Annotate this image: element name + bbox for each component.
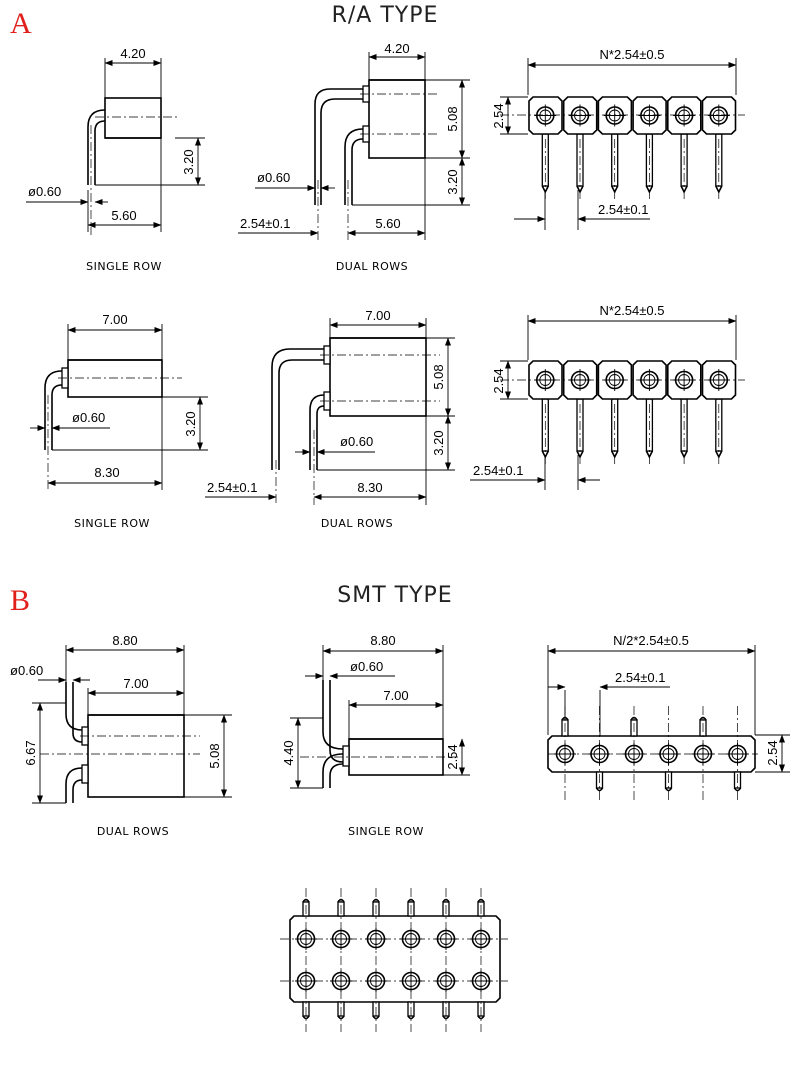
dim-height-3-20: 3.20 bbox=[181, 149, 196, 174]
caption-dual-rows: DUAL ROWS bbox=[97, 825, 169, 838]
dim-width-5-60: 5.60 bbox=[111, 208, 136, 223]
caption-single-row: SINGLE ROW bbox=[348, 825, 424, 838]
caption-single-row: SINGLE ROW bbox=[74, 517, 150, 530]
smt-front-view: N/2*2.54±0.5 2.54±0.1 2.54 bbox=[547, 633, 790, 802]
dim-width-7-00: 7.00 bbox=[102, 312, 127, 327]
dim-length-n: N*2.54±0.5 bbox=[600, 47, 665, 62]
dim-width-4-20: 4.20 bbox=[120, 46, 145, 61]
dim-height-4-40: 4.40 bbox=[281, 740, 296, 765]
dim-pitch: 2.54±0.1 bbox=[615, 670, 666, 685]
ra-dual-rows-long-view: 7.00 5.08 3.20 ø0.60 2.54±0.1 8.30 DUAL … bbox=[205, 308, 455, 530]
caption-dual-rows: DUAL ROWS bbox=[336, 260, 408, 273]
dim-pitch: 2.54±0.1 bbox=[473, 463, 524, 478]
ra-dual-rows-short-view: 4.20 5.08 3.20 ø0.60 2.54±0.1 5.60 DUAL … bbox=[238, 41, 470, 273]
dim-height-3-20: 3.20 bbox=[183, 411, 198, 436]
section-b-letter: B bbox=[10, 584, 30, 617]
dim-diameter-0-60: ø0.60 bbox=[350, 659, 383, 674]
ra-single-row-long-view: 7.00 3.20 ø0.60 8.30 SINGLE ROW bbox=[30, 312, 208, 530]
dim-diameter-0-60: ø0.60 bbox=[340, 434, 373, 449]
dim-height-5-08: 5.08 bbox=[207, 743, 222, 768]
section-b-title: SMT TYPE bbox=[337, 583, 452, 608]
dim-width-8-80: 8.80 bbox=[112, 633, 137, 648]
caption-dual-rows: DUAL ROWS bbox=[321, 517, 393, 530]
dim-diameter-0-60: ø0.60 bbox=[10, 663, 43, 678]
dim-diameter-0-60: ø0.60 bbox=[257, 170, 290, 185]
smt-single-row-side-view: 8.80 ø0.60 7.00 4.40 2.54 SINGLE ROW bbox=[281, 633, 470, 838]
dim-height-2-54: 2.54 bbox=[765, 740, 780, 765]
dim-height-5-08: 5.08 bbox=[445, 106, 460, 131]
caption-single-row: SINGLE ROW bbox=[86, 260, 162, 273]
section-a-letter: A bbox=[10, 7, 32, 40]
dim-height-3-20: 3.20 bbox=[431, 430, 446, 455]
smt-dual-rows-side-view: 8.80 7.00 ø0.60 6.67 5.08 DUAL ROWS bbox=[10, 633, 232, 838]
section-a-title: R/A TYPE bbox=[332, 3, 439, 28]
dim-width-8-30: 8.30 bbox=[94, 465, 119, 480]
dim-height-2-54: 2.54 bbox=[491, 103, 506, 128]
dim-length-half-n: N/2*2.54±0.5 bbox=[613, 633, 689, 648]
dim-width-8-30: 8.30 bbox=[357, 480, 382, 495]
dim-width-8-80: 8.80 bbox=[370, 633, 395, 648]
dim-pitch: 2.54±0.1 bbox=[207, 480, 258, 495]
dim-width-7-00: 7.00 bbox=[365, 308, 390, 323]
pin-housing bbox=[289, 915, 501, 1003]
dim-diameter-0-60: ø0.60 bbox=[72, 410, 105, 425]
dim-height-2-54: 2.54 bbox=[491, 368, 506, 393]
dim-length-n: N*2.54±0.5 bbox=[600, 303, 665, 318]
smt-dual-rows-front-view bbox=[280, 888, 508, 1032]
dim-width-7-00: 7.00 bbox=[383, 688, 408, 703]
ra-front-view-row-1: N*2.54±0.5 2.54 2.54±0.1 bbox=[491, 47, 745, 230]
dim-pitch: 2.54±0.1 bbox=[240, 216, 291, 231]
dim-diameter-0-60: ø0.60 bbox=[28, 184, 61, 199]
dim-height-3-20: 3.20 bbox=[445, 169, 460, 194]
dim-pitch: 2.54±0.1 bbox=[598, 202, 649, 217]
dim-height-5-08: 5.08 bbox=[431, 364, 446, 389]
dim-width-5-60: 5.60 bbox=[375, 216, 400, 231]
dim-width-4-20: 4.20 bbox=[384, 41, 409, 56]
ra-single-row-short-view: 4.20 3.20 ø0.60 5.60 SINGLE ROW bbox=[26, 46, 205, 273]
dim-height-2-54: 2.54 bbox=[445, 744, 460, 769]
ra-front-view-row-2: N*2.54±0.5 2.54 2.54±0.1 bbox=[470, 303, 745, 490]
dim-width-7-00: 7.00 bbox=[123, 676, 148, 691]
dim-height-6-67: 6.67 bbox=[23, 740, 38, 765]
